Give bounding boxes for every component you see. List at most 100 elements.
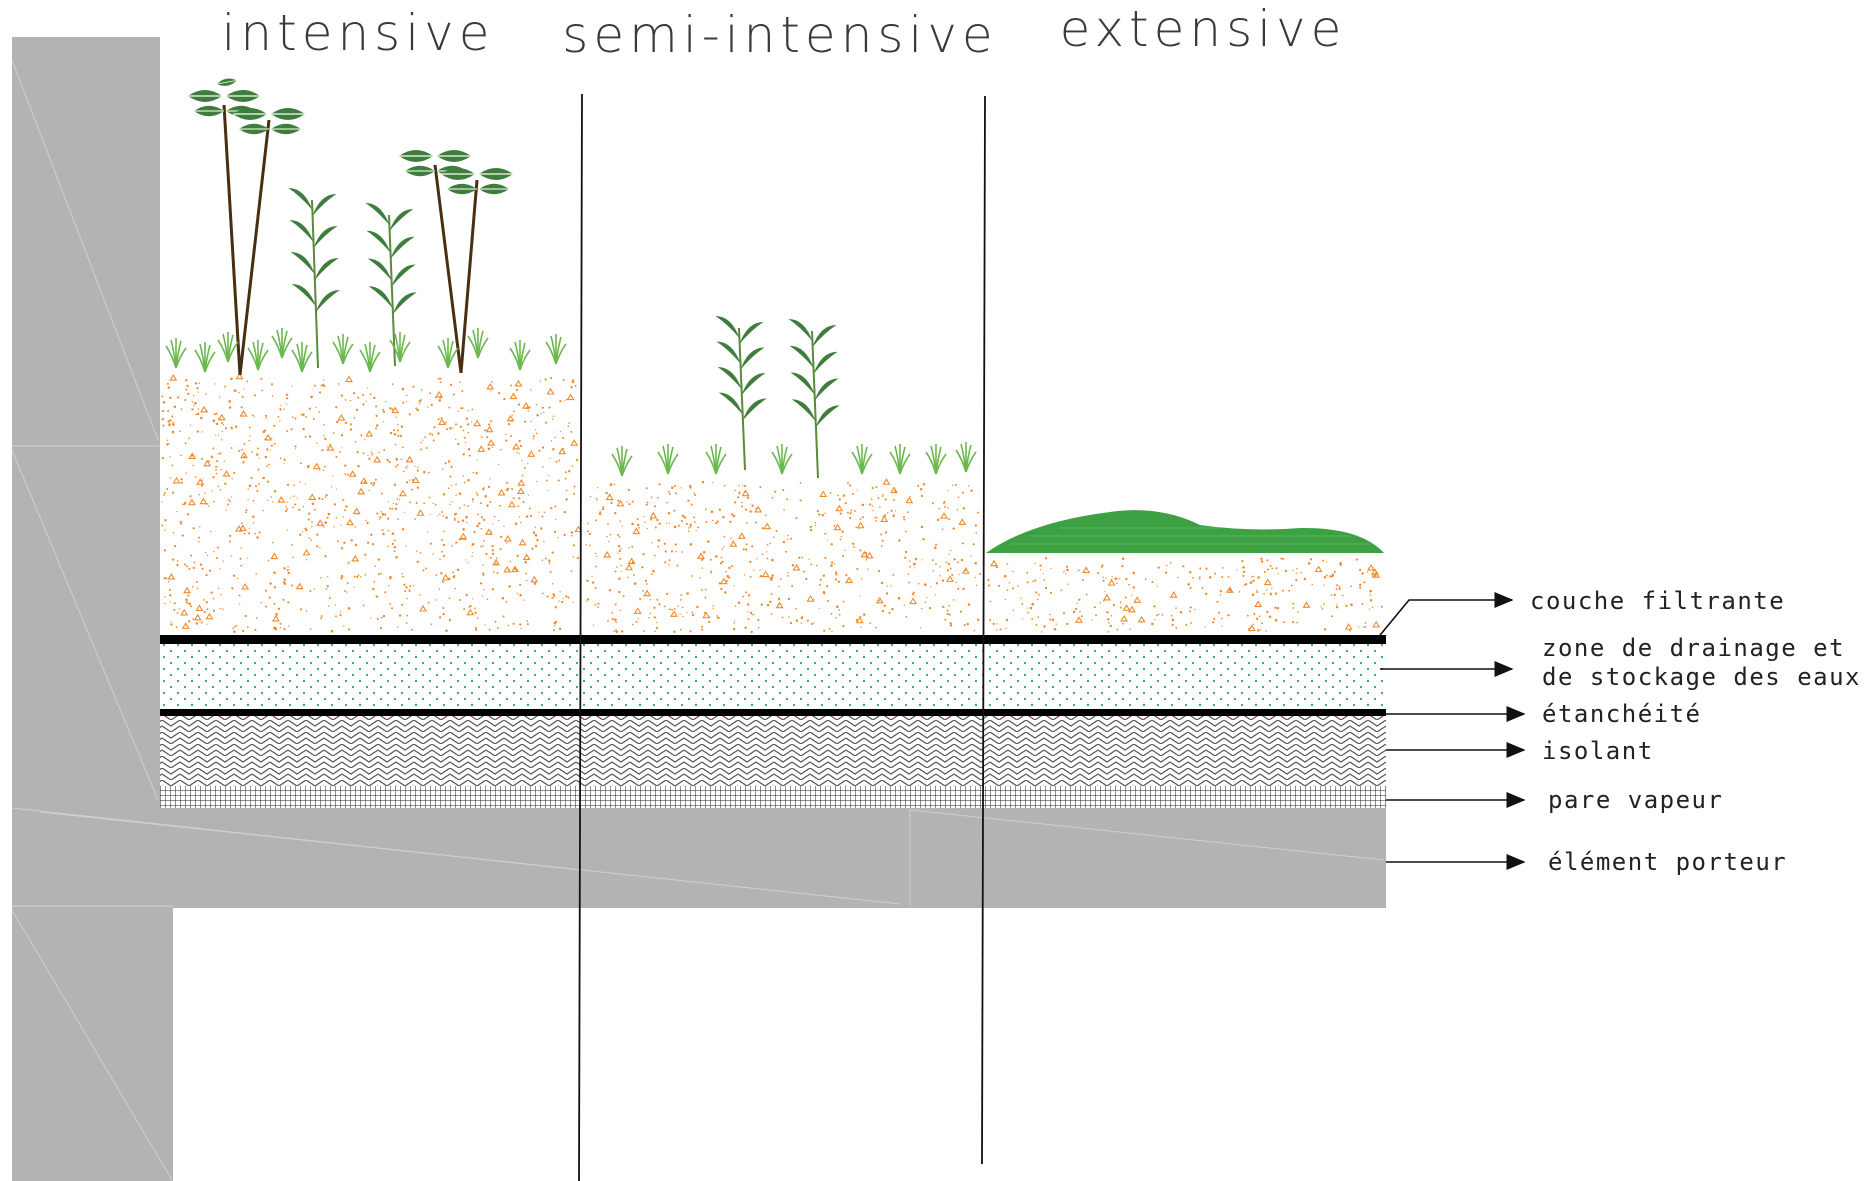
soil-pebble (419, 604, 428, 612)
soil-particle (591, 575, 593, 578)
soil-particle (364, 439, 366, 441)
soil-particle (633, 574, 635, 576)
soil-particle (1081, 579, 1084, 581)
soil-particle (191, 408, 194, 411)
shrub-leaf (741, 373, 766, 395)
soil-particle (215, 412, 218, 415)
soil-particle (879, 506, 881, 508)
soil-particle (500, 535, 503, 538)
soil-pebble (989, 559, 998, 567)
soil-particle (416, 560, 420, 564)
soil-pebble (345, 375, 353, 383)
soil-particle (1219, 589, 1223, 593)
soil-particle (882, 493, 884, 496)
soil-particle (799, 499, 802, 502)
soil-particle (224, 385, 227, 388)
soil-particle (668, 559, 671, 562)
soil-particle (305, 610, 308, 612)
soil-particle (192, 394, 195, 397)
soil-particle (172, 558, 175, 561)
soil-particle (1241, 559, 1244, 563)
title-extensive: extensive (1060, 0, 1347, 58)
soil-particle (448, 597, 451, 600)
soil-particle (838, 608, 840, 611)
soil-particle (1026, 607, 1028, 609)
soil-particle (476, 459, 478, 461)
soil-particle (344, 473, 347, 475)
soil-particle (442, 612, 445, 616)
soil-particle (1078, 598, 1081, 601)
soil-particle (195, 580, 198, 584)
soil-particle (609, 494, 611, 497)
soil-particle (494, 620, 497, 623)
soil-particle (532, 435, 535, 438)
soil-particle (631, 522, 634, 526)
soil-particle (541, 515, 544, 518)
soil-particle (1300, 571, 1303, 574)
soil-particle (438, 513, 441, 515)
soil-particle (947, 507, 949, 509)
soil-particle (801, 615, 804, 618)
soil-particle (207, 505, 210, 507)
soil-particle (913, 591, 916, 594)
soil-particle (957, 561, 959, 564)
soil-particle (228, 399, 231, 402)
soil-particle (490, 420, 492, 423)
soil-particle (1177, 576, 1179, 579)
soil-particle (813, 622, 815, 624)
soil-pebble (940, 512, 948, 519)
soil-pebble (308, 493, 317, 501)
soil-particle (245, 509, 248, 512)
soil-particle (546, 595, 549, 598)
soil-particle (291, 544, 293, 546)
soil-particle (924, 583, 927, 586)
soil-particle (631, 623, 634, 626)
soil-particle (1066, 622, 1069, 626)
soil-particle (483, 589, 485, 591)
soil-particle (330, 486, 333, 488)
soil-particle (496, 572, 499, 574)
soil-particle (585, 543, 588, 546)
soil-particle (565, 595, 568, 598)
soil-particle (909, 495, 911, 498)
soil-particle (219, 568, 221, 570)
soil-particle (213, 500, 215, 503)
soil-particle (335, 420, 339, 424)
soil-particle (752, 613, 755, 616)
soil-particle (995, 565, 999, 569)
soil-particle (458, 492, 462, 496)
soil-particle (953, 558, 956, 561)
soil-particle (416, 486, 420, 489)
soil-particle (530, 420, 532, 423)
soil-particle (394, 443, 397, 446)
soil-particle (842, 494, 846, 497)
soil-particle (1043, 578, 1046, 581)
soil-particle (1114, 577, 1117, 581)
soil-particle (439, 377, 442, 380)
soil-particle (429, 432, 432, 435)
soil-particle (733, 585, 735, 587)
soil-particle (258, 531, 261, 534)
soil-particle (497, 391, 501, 395)
soil-particle (1017, 585, 1019, 587)
soil-particle (1029, 606, 1033, 610)
soil-particle (757, 626, 760, 629)
soil-particle (311, 521, 313, 523)
soil-particle (552, 593, 555, 596)
soil-particle (496, 557, 498, 559)
soil-particle (382, 532, 385, 536)
soil-particle (1380, 605, 1383, 608)
soil-particle (455, 423, 458, 426)
soil-particle (824, 556, 827, 559)
soil-particle (957, 496, 960, 499)
soil-particle (466, 521, 468, 524)
soil-particle (554, 624, 556, 627)
soil-particle (570, 430, 573, 433)
soil-particle (704, 596, 707, 599)
soil-particle (442, 530, 445, 533)
soil-particle (467, 561, 469, 564)
soil-particle (1187, 583, 1190, 586)
soil-particle (506, 542, 508, 544)
soil-particle (391, 508, 394, 510)
soil-particle (746, 603, 750, 606)
